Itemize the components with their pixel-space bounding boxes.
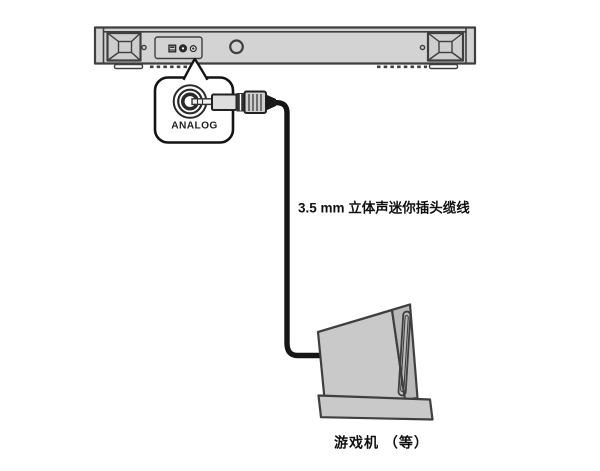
game-console [316, 303, 434, 421]
disc-slot-icon [397, 310, 412, 397]
grille-inner [117, 40, 133, 54]
soundbar [93, 26, 477, 70]
callout-pointer [182, 57, 209, 81]
console-front-face [316, 308, 407, 402]
grille-diagonal [427, 32, 440, 43]
square-port-icon [168, 44, 177, 53]
grille-diagonal [107, 51, 119, 62]
bass-reflex-port-icon [229, 39, 244, 55]
grille-diagonal [451, 51, 464, 62]
audio-cable [272, 100, 322, 359]
plug-sleeve [211, 93, 238, 111]
foot-left [113, 63, 144, 70]
speaker-grille-right-icon [426, 31, 465, 62]
foot-right [428, 63, 459, 70]
grille-diagonal [131, 32, 141, 43]
cable-label: 3.5 mm 立体声迷你插头缆线 [298, 200, 470, 216]
plug-strain-relief [266, 94, 276, 111]
screw-icon [141, 44, 147, 51]
plug-grip [243, 90, 267, 114]
console-stand [317, 394, 434, 421]
grille-inner [438, 40, 453, 54]
connector-panel [154, 36, 203, 60]
soundbar-body [93, 26, 477, 65]
console-label: 游戏机 （等） [334, 435, 429, 451]
grille-diagonal [451, 32, 464, 43]
grille-diagonal [131, 51, 141, 62]
speaker-grille-left-icon [106, 31, 142, 62]
analog-jack-label: ANALOG [171, 121, 218, 132]
round-port-icon [178, 44, 188, 53]
grille-diagonal [427, 51, 440, 62]
mini-plug-icon [191, 90, 276, 114]
screw-icon [419, 44, 426, 51]
mini-jack-port-icon [189, 45, 197, 53]
grille-diagonal [107, 32, 119, 43]
